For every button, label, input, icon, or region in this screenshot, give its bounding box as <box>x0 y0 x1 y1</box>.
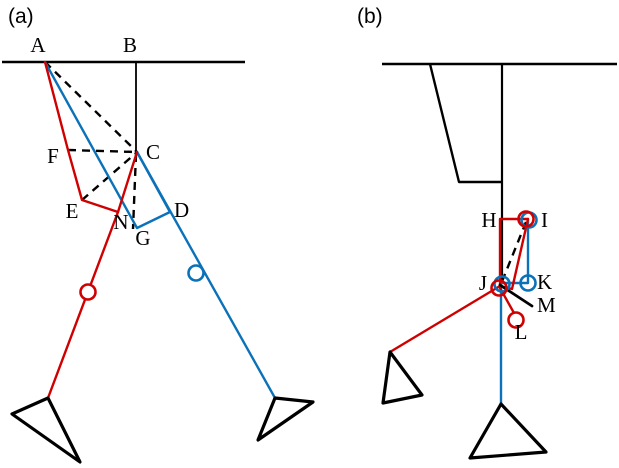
panel-b-label-K: K <box>537 270 552 294</box>
panel-b-red-arm <box>388 284 502 354</box>
panel-b-trapezoid <box>428 63 502 184</box>
panel-b-joint-J-blue <box>493 275 511 293</box>
panel-a-label-D: D <box>174 198 189 222</box>
panel-a-blue-pivot <box>187 264 205 282</box>
panel-b-label-M: M <box>537 293 556 317</box>
dashed-C-G <box>131 153 138 230</box>
panel-a-red-pivot <box>79 283 97 301</box>
panel-label-b: (b) <box>357 5 383 28</box>
panel-b-joint-K <box>519 274 537 292</box>
dashed-A-C <box>44 61 138 153</box>
panel-a-label-C: C <box>146 140 160 164</box>
panel-b-joint-J-red <box>490 279 508 297</box>
panel-a-blue-crank <box>135 150 277 400</box>
panel-b-ground-symbol-bottom <box>468 402 548 460</box>
panel-a-label-E: E <box>66 199 79 223</box>
panel-a-label-A: A <box>30 33 46 57</box>
panel-a-red-crank <box>46 210 120 400</box>
panel-a-ground-symbol-right <box>256 396 315 442</box>
panel-a-label-G: G <box>135 226 150 250</box>
panel-b-group: H I J K L M <box>381 62 617 460</box>
panel-b-joint-L <box>507 311 525 329</box>
panel-a-label-F: F <box>47 144 59 168</box>
panel-b-joint-I-red <box>517 210 535 228</box>
panel-b-label-I: I <box>541 208 548 232</box>
panel-a-group: A B C D E F G N <box>2 33 315 464</box>
panel-a-label-N: N <box>113 210 128 234</box>
panel-b-dashed-I-J <box>499 221 528 285</box>
panel-b-ground-symbol-left <box>381 350 424 405</box>
panel-label-a: (a) <box>8 5 34 28</box>
panel-b-label-J: J <box>479 271 487 295</box>
panel-a-ground-symbol-left <box>10 396 82 464</box>
panel-a-red-chain <box>43 60 139 214</box>
panel-b-label-L: L <box>515 320 528 344</box>
panel-a-label-B: B <box>123 33 137 57</box>
panel-b-label-H: H <box>481 208 496 232</box>
dashed-F-C <box>67 148 137 154</box>
